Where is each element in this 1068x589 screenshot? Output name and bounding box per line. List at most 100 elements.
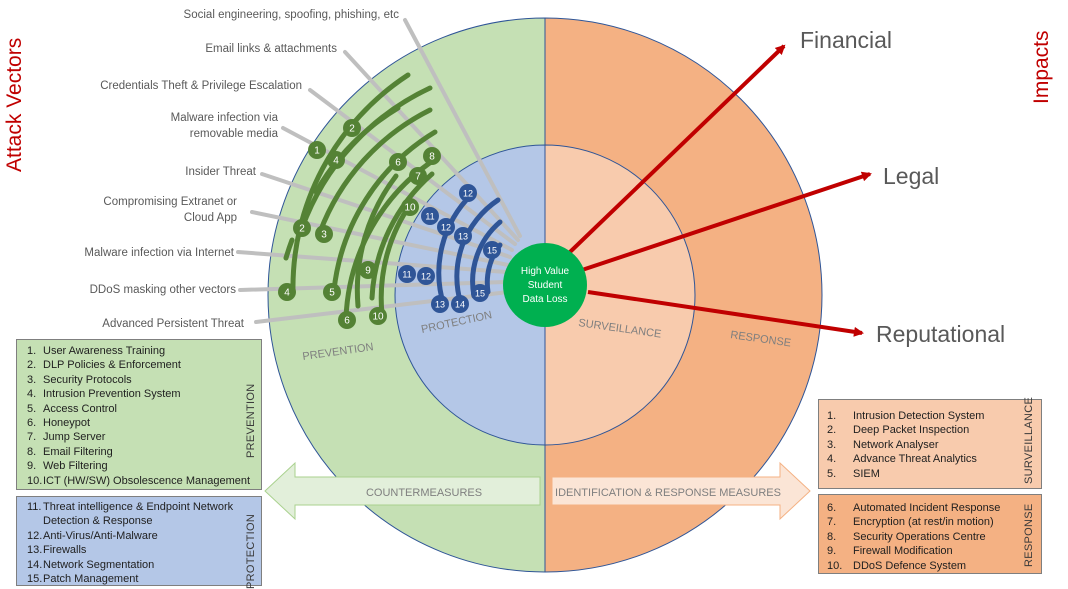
legend-item-text: Anti-Virus/Anti-Malware bbox=[43, 529, 158, 542]
identification-arrow bbox=[551, 461, 811, 521]
legend-item-number: 15. bbox=[27, 573, 43, 586]
prevention-legend-label: PREVENTION bbox=[245, 383, 257, 458]
badge-number: 14 bbox=[455, 300, 465, 310]
badge-circle bbox=[315, 225, 333, 243]
legend-item: 10.ICT (HW/SW) Obsolescence Management bbox=[27, 474, 261, 488]
vector-extranet-1: Compromising Extranet or bbox=[103, 196, 237, 208]
badge-number: 4 bbox=[284, 288, 290, 299]
legend-item-number: 3. bbox=[27, 373, 37, 386]
badge-number: 3 bbox=[321, 230, 327, 241]
vector-email-links: Email links & attachments bbox=[205, 43, 337, 55]
legend-item-text: Detection & Response bbox=[43, 515, 153, 528]
protection-legend-label: PROTECTION bbox=[245, 513, 257, 589]
core-line-2: Student bbox=[528, 280, 563, 291]
badge-number: 13 bbox=[458, 232, 468, 242]
badge-circle bbox=[431, 295, 449, 313]
badge-number: 11 bbox=[402, 270, 411, 280]
legend-item-number: 7. bbox=[827, 516, 837, 529]
badge-circle bbox=[401, 198, 419, 216]
legend-item-number: 12. bbox=[27, 529, 43, 542]
legend-item: 13.Firewalls bbox=[27, 543, 261, 557]
legend-item: 4. Advance Threat Analytics bbox=[827, 452, 1041, 466]
legend-item-number: 3. bbox=[827, 438, 837, 451]
legend-item-text: Security Operations Centre bbox=[853, 530, 986, 543]
legend-item: 1.Intrusion Detection System bbox=[827, 409, 1041, 423]
legend-item-number: 2. bbox=[27, 359, 37, 372]
badge-number: 15 bbox=[487, 246, 497, 256]
legend-item: 6.Automated Incident Response bbox=[827, 501, 1041, 515]
badge-number: 5 bbox=[329, 288, 335, 299]
legend-item-number: 5. bbox=[827, 467, 837, 480]
legend-item-text: Email Filtering bbox=[43, 445, 113, 458]
badge-circle bbox=[338, 311, 356, 329]
legend-item: 3.Security Protocols bbox=[27, 373, 261, 387]
badge-circle bbox=[437, 218, 455, 236]
badge-circle bbox=[451, 295, 469, 313]
legend-item: 2.Deep Packet Inspection bbox=[827, 423, 1041, 437]
legend-item: 8. Security Operations Centre bbox=[827, 530, 1041, 544]
badge-number: 1 bbox=[314, 146, 320, 157]
impact-financial: Financial bbox=[800, 27, 892, 53]
badge-circle bbox=[369, 307, 387, 325]
legend-item: 10.DDoS Defence System bbox=[827, 559, 1041, 573]
core-circle bbox=[503, 243, 587, 327]
legend-item-number: 4. bbox=[27, 388, 37, 401]
legend-item: 3. Network Analyser bbox=[827, 438, 1041, 452]
vector-extranet-2: Cloud App bbox=[184, 212, 237, 224]
badge-number: 13 bbox=[435, 300, 445, 310]
legend-item-text: Firewall Modification bbox=[853, 545, 953, 558]
legend-item: 5.Access Control bbox=[27, 402, 261, 416]
badge-number: 10 bbox=[404, 203, 416, 214]
badge-circle bbox=[278, 283, 296, 301]
vector-credentials-theft: Credentials Theft & Privilege Escalation bbox=[100, 80, 302, 92]
legend-item-number: 9. bbox=[827, 545, 837, 558]
badge-circle bbox=[471, 284, 489, 302]
legend-item: 7.Encryption (at rest/in motion) bbox=[827, 515, 1041, 529]
vector-apt: Advanced Persistent Threat bbox=[102, 318, 245, 330]
countermeasures-arrow bbox=[264, 461, 541, 521]
badge-circle bbox=[323, 283, 341, 301]
legend-item-number: 7. bbox=[27, 431, 37, 444]
legend-item-number: 8. bbox=[827, 530, 837, 543]
vector-malware-removable-2: removable media bbox=[190, 128, 279, 140]
badge-number: 12 bbox=[421, 272, 431, 282]
badge-number: 10 bbox=[372, 312, 384, 323]
core-line-3: Data Loss bbox=[522, 294, 567, 305]
legend-item-text: Network Segmentation bbox=[43, 558, 155, 571]
legend-item-text: Automated Incident Response bbox=[853, 502, 1001, 514]
legend-item-number: 11. bbox=[27, 501, 42, 513]
legend-item-number: 9. bbox=[27, 460, 37, 473]
legend-item-text: Network Analyser bbox=[853, 438, 939, 451]
legend-item-number: 13. bbox=[27, 544, 43, 557]
legend-item: 7.Jump Server bbox=[27, 430, 261, 444]
impacts-title: Impacts bbox=[1030, 30, 1053, 104]
identification-label: IDENTIFICATION & RESPONSE MEASURES bbox=[555, 487, 781, 499]
legend-item: 14.Network Segmentation bbox=[27, 558, 261, 572]
legend-item-text: Advance Threat Analytics bbox=[853, 453, 977, 466]
badge-circle bbox=[389, 153, 407, 171]
legend-item-text: Web Filtering bbox=[43, 460, 108, 473]
legend-item-text: SIEM bbox=[853, 467, 880, 480]
legend-item-text: Patch Management bbox=[43, 573, 139, 586]
legend-item-number: 8. bbox=[27, 445, 37, 458]
legend-item-number: 1. bbox=[827, 410, 837, 422]
legend-item-text: Firewalls bbox=[43, 544, 87, 557]
legend-item: 1.User Awareness Training bbox=[27, 344, 261, 358]
legend-item-text: Access Control bbox=[43, 402, 117, 415]
vector-malware-removable-1: Malware infection via bbox=[171, 112, 279, 124]
legend-item: 9. Firewall Modification bbox=[827, 544, 1041, 558]
badge-number: 7 bbox=[415, 172, 421, 183]
badge-circle bbox=[417, 267, 435, 285]
legend-item-text: DLP Policies & Enforcement bbox=[43, 359, 181, 372]
legend-item-number: 4. bbox=[827, 453, 837, 466]
legend-item: 5. SIEM bbox=[827, 467, 1041, 481]
badge-circle bbox=[409, 167, 427, 185]
badge-circle bbox=[421, 207, 439, 225]
badge-number: 11 bbox=[425, 212, 434, 222]
legend-item: 11.Threat intelligence & Endpoint Networ… bbox=[27, 500, 261, 514]
